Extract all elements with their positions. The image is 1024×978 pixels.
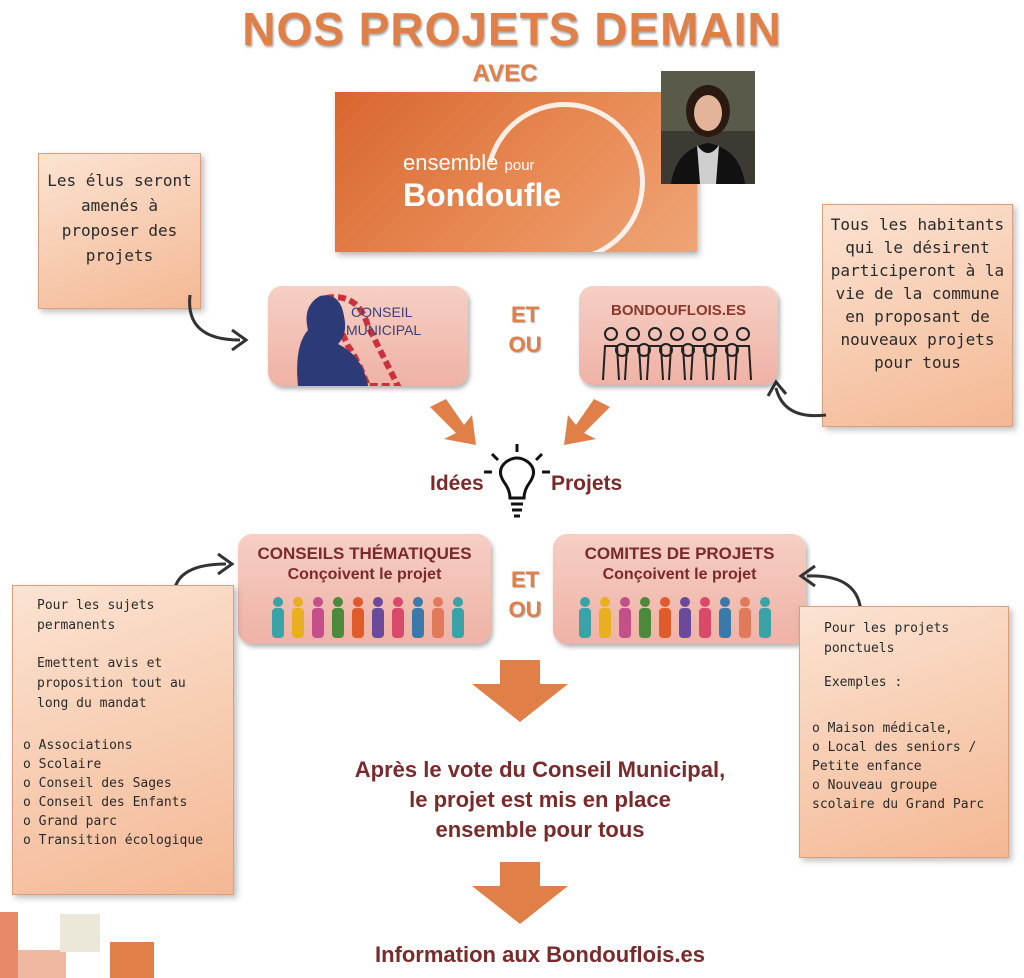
crowd-icon bbox=[602, 327, 752, 380]
list-item: Grand parc bbox=[23, 812, 219, 831]
note-elus: Les élus seront amenés à proposer des pr… bbox=[38, 153, 201, 309]
thematiques-title: CONSEILS THÉMATIQUES bbox=[257, 544, 472, 563]
people-row-icon bbox=[272, 597, 464, 638]
list-item: Conseil des Enfants bbox=[23, 793, 219, 812]
permanents-list: Associations Scolaire Conseil des Sages … bbox=[23, 736, 219, 850]
ensemble-pour-bondoufle-logo: ensemble pour Bondoufle bbox=[335, 92, 697, 252]
ponctuels-line2: Exemples : bbox=[824, 675, 903, 690]
list-item: Transition écologique bbox=[23, 831, 219, 850]
et-ou-bottom: ET OU bbox=[495, 565, 555, 625]
idees-label: Idées bbox=[430, 472, 484, 495]
list-item: Conseil des Sages bbox=[23, 774, 219, 793]
logo-line1: ensemble pour bbox=[403, 150, 535, 176]
note-projets-ponctuels: Pour les projets ponctuels Exemples : Ma… bbox=[799, 606, 1009, 858]
logo-word-ensemble: ensemble bbox=[403, 150, 499, 175]
page-title: NOS PROJETS DEMAIN bbox=[242, 3, 782, 55]
conseil-line2: MUNICIPAL bbox=[346, 322, 422, 338]
page-subtitle: AVEC bbox=[472, 60, 538, 87]
conseil-municipal-card: CONSEIL MUNICIPAL bbox=[268, 286, 468, 386]
result-line3: ensemble pour tous bbox=[435, 817, 645, 842]
note-habitants: Tous les habitants qui le désirent parti… bbox=[822, 204, 1013, 427]
bondouflois-title: BONDOUFLOIS.ES bbox=[610, 302, 746, 319]
conseils-thematiques-card: CONSEILS THÉMATIQUES Conçoivent le proje… bbox=[238, 534, 491, 644]
list-item: Maison médicale, bbox=[812, 719, 996, 738]
decor-square bbox=[60, 914, 100, 952]
people-row-icon bbox=[579, 597, 771, 638]
lightbulb-icon bbox=[484, 444, 550, 518]
bondouflois-card: BONDOUFLOIS.ES bbox=[579, 286, 778, 385]
curved-arrow-icon bbox=[188, 294, 249, 352]
arrow-down-icon bbox=[472, 862, 568, 924]
information-text: Information aux Bondouflois.es bbox=[374, 942, 705, 967]
result-line2: le projet est mis en place bbox=[409, 787, 671, 812]
note-habitants-text: Tous les habitants qui le désirent parti… bbox=[830, 215, 1005, 372]
permanents-line1: Pour les sujets permanents bbox=[37, 598, 155, 633]
conseil-line1: CONSEIL bbox=[351, 304, 413, 320]
permanents-line2: Emettent avis et proposition tout au lon… bbox=[37, 656, 186, 711]
marianne-icon bbox=[297, 294, 402, 386]
list-item: Scolaire bbox=[23, 755, 219, 774]
et-label: ET bbox=[510, 567, 540, 592]
decor-square bbox=[0, 912, 18, 978]
decor-square bbox=[18, 950, 66, 978]
arrow-down-icon bbox=[472, 660, 568, 722]
list-item: Local des seniors / Petite enfance bbox=[812, 738, 996, 776]
list-item: Associations bbox=[23, 736, 219, 755]
ou-label: OU bbox=[508, 597, 542, 622]
projets-label: Projets bbox=[551, 472, 623, 495]
ponctuels-line1: Pour les projets ponctuels bbox=[824, 621, 950, 656]
decor-square bbox=[110, 942, 154, 978]
ou-label: OU bbox=[508, 332, 542, 357]
ponctuels-list: Maison médicale, Local des seniors / Pet… bbox=[812, 719, 996, 814]
logo-line2: Bondoufle bbox=[403, 177, 562, 213]
comites-subtitle: Conçoivent le projet bbox=[602, 566, 757, 583]
result-text: Après le vote du Conseil Municipal, le p… bbox=[330, 755, 750, 845]
result-line1: Après le vote du Conseil Municipal, bbox=[354, 757, 726, 782]
list-item: Nouveau groupe scolaire du Grand Parc bbox=[812, 776, 996, 814]
arrow-down-icon bbox=[430, 399, 610, 445]
et-label: ET bbox=[510, 302, 540, 327]
comites-projets-card: COMITES DE PROJETS Conçoivent le projet bbox=[553, 534, 806, 644]
logo-word-pour: pour bbox=[504, 157, 535, 174]
curved-arrow-icon bbox=[766, 379, 827, 418]
note-sujets-permanents: Pour les sujets permanents Emettent avis… bbox=[12, 585, 234, 895]
candidate-photo bbox=[661, 71, 755, 184]
comites-title: COMITES DE PROJETS bbox=[584, 544, 775, 563]
et-ou-top: ET OU bbox=[495, 300, 555, 360]
note-elus-text: Les élus seront amenés à proposer des pr… bbox=[47, 171, 192, 265]
thematiques-subtitle: Conçoivent le projet bbox=[287, 566, 442, 583]
